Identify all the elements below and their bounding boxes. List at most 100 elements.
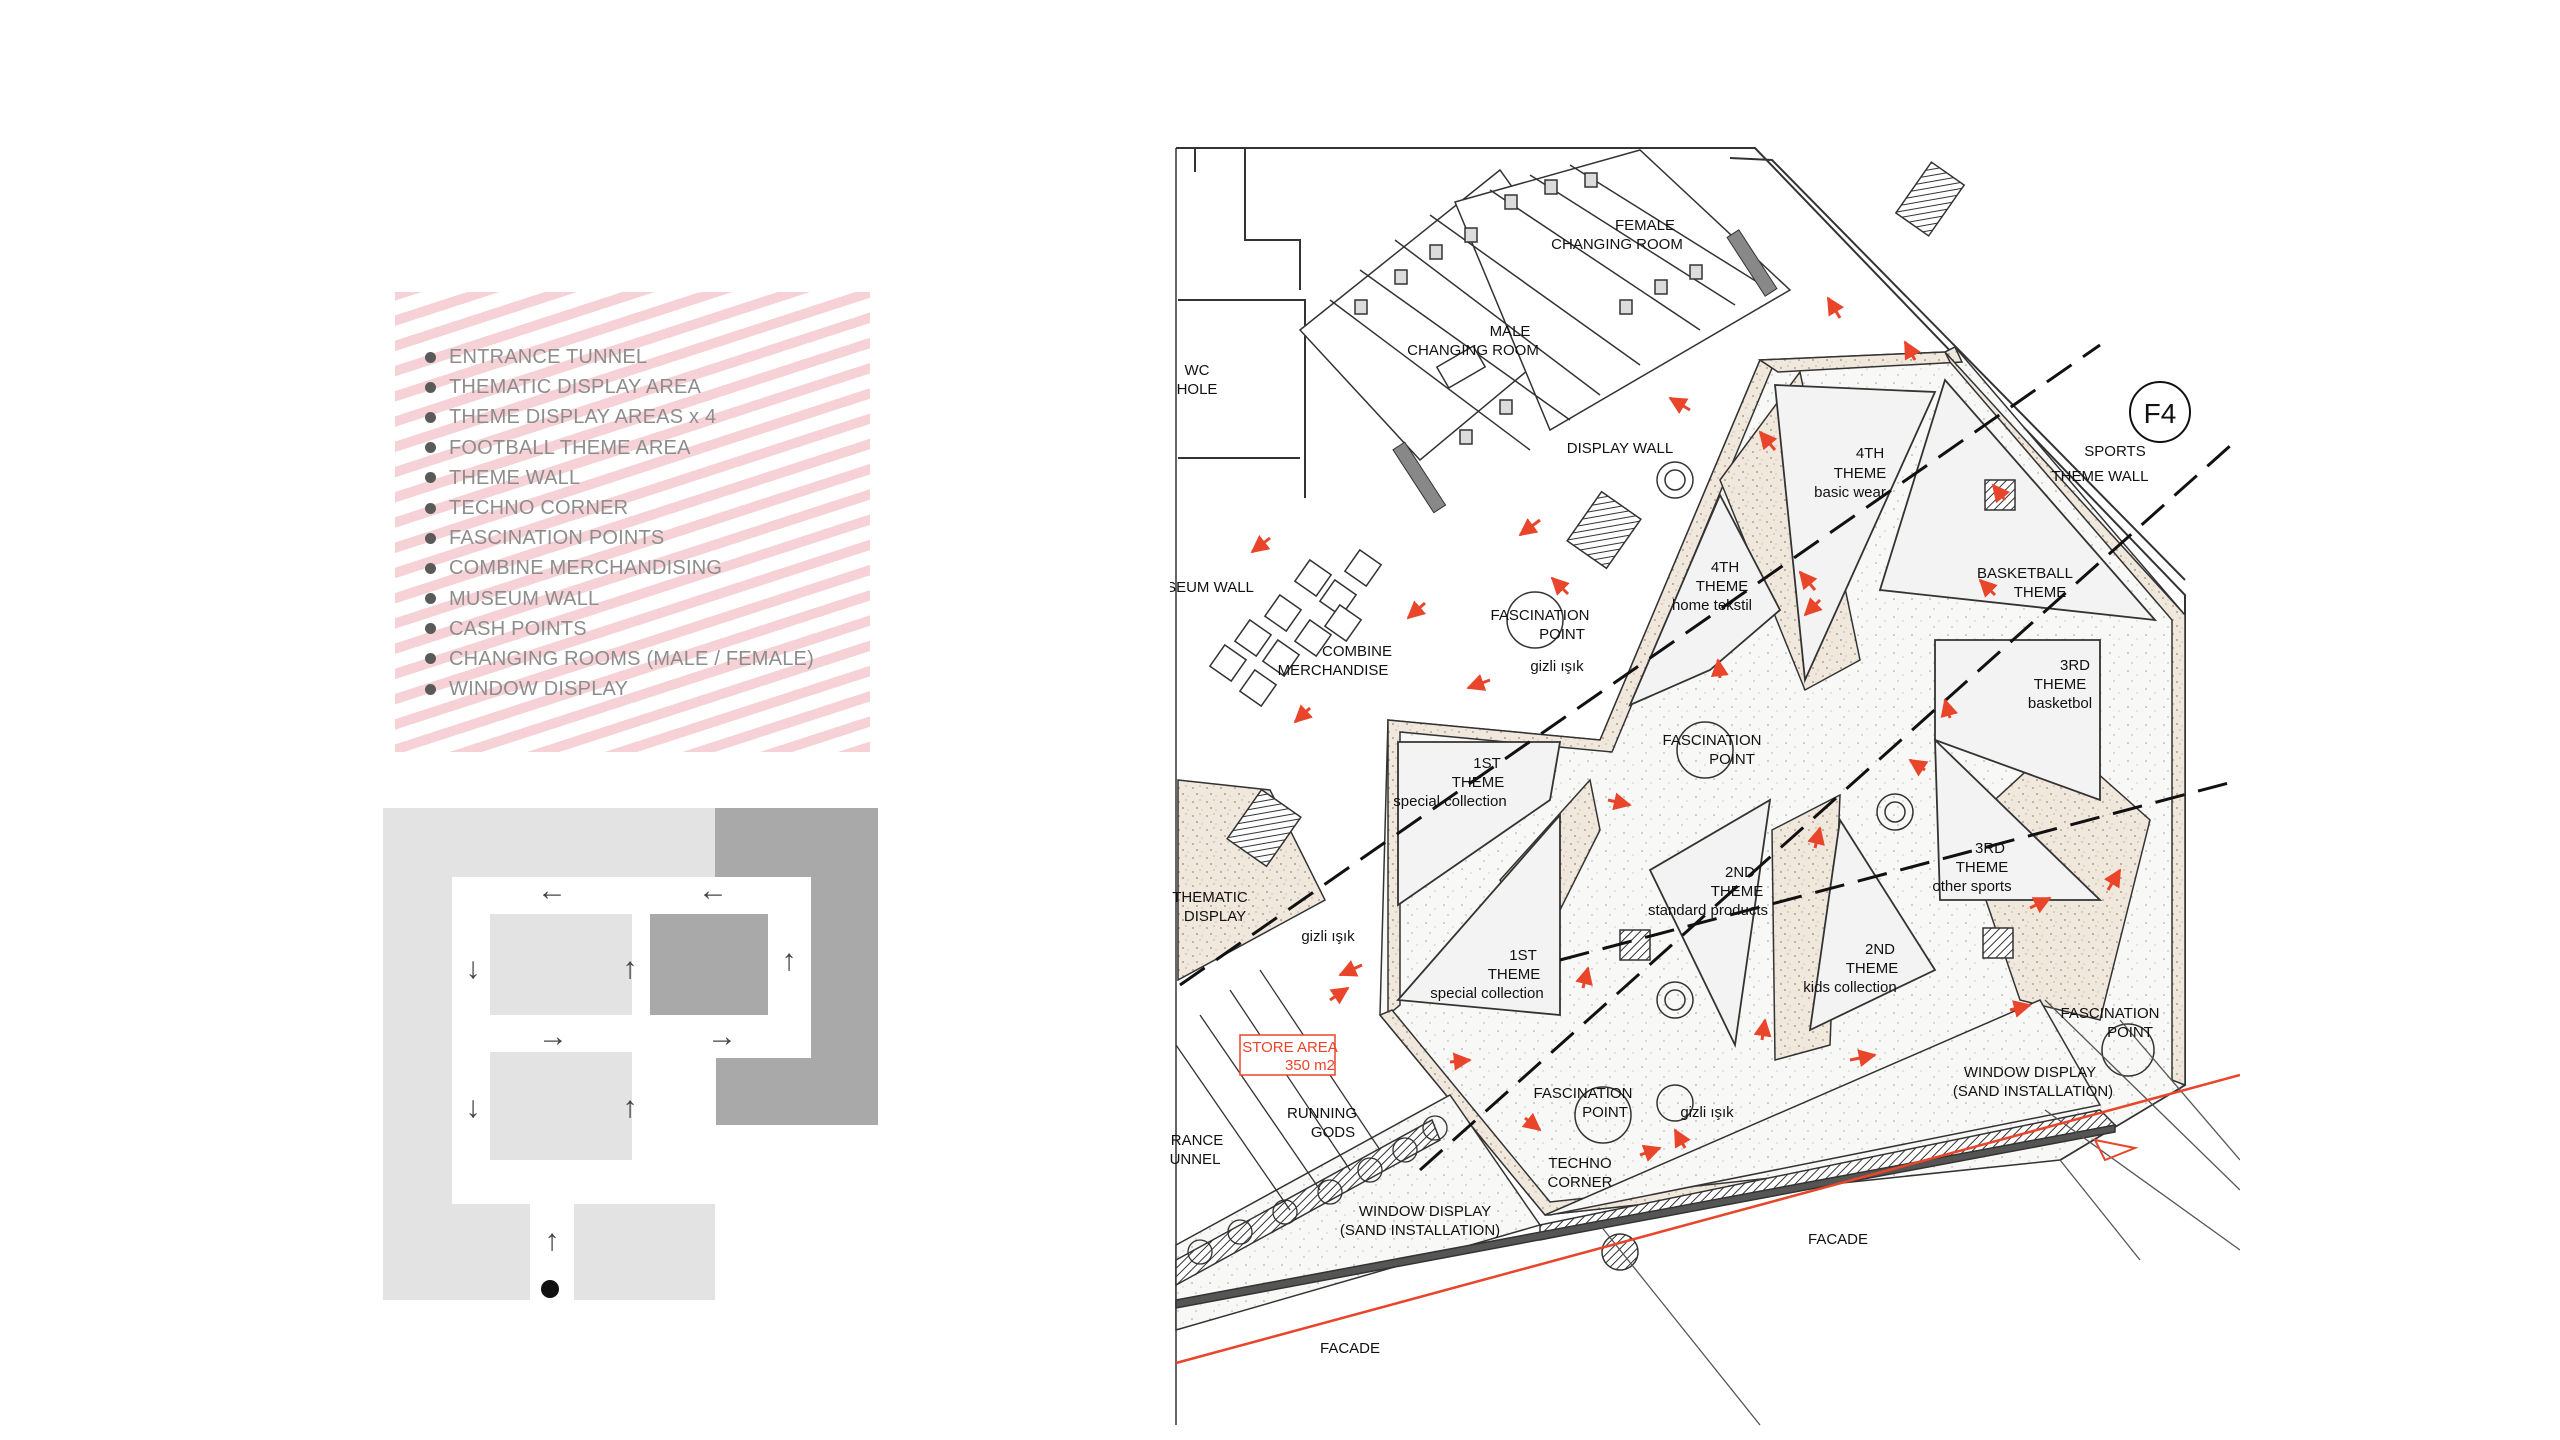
changing-rooms [1298,149,1792,462]
bullet-icon [425,683,436,695]
window-display-medallions [1187,1115,1448,1265]
theme2-kids-display [1808,817,1937,1032]
section-tag: F4 [2129,381,2191,443]
bullet-icon [425,653,436,665]
label-facade-1: FACADE [1808,1231,1868,1248]
theme3-other-display [1934,737,2103,901]
legend-item: WINDOW DISPLAY [425,674,814,704]
label-gizli-1: gizli ışık [1530,658,1584,675]
flow-arrow: ↓ [466,1091,481,1124]
theme3-basketbol-display [1934,639,2101,802]
flow-arrow: → [538,1020,568,1053]
legend-item: THEME DISPLAY AREAS x 4 [425,402,814,432]
bullet-icon [425,562,436,574]
store-area-box [1239,1034,1336,1076]
legend-item: COMBINE MERCHANDISING [425,553,814,583]
bullet-icon [425,623,436,635]
legend-item: THEME WALL [425,463,814,493]
legend-item-label: WINDOW DISPLAY [449,678,629,701]
legend-panel: ENTRANCE TUNNEL THEMATIC DISPLAY AREA TH… [395,292,870,752]
flow-arrow: ↑ [782,944,797,977]
wall-segment [1392,441,1447,514]
flow-path-bottom [452,1160,716,1204]
label-window-display-2: WINDOW DISPLAY(SAND INSTALLATION) [1340,1203,1500,1239]
legend-item-label: ENTRANCE TUNNEL [449,346,648,368]
legend-item-label: MUSEUM WALL [449,587,600,610]
flow-entrance-dot [541,1280,559,1298]
flow-arrow: ← [537,874,567,907]
bullet-icon [425,502,436,514]
theme1-bottom-display [1396,812,1561,1016]
legend-item: TECHNO CORNER [425,493,814,523]
bench [1435,345,1487,389]
flow-arrows-red [1250,296,2122,1162]
bullet-icon [425,472,436,484]
flow-island-dark [650,914,768,1015]
axis-lines [1179,343,2240,1172]
theme2-standard-display [1648,798,1772,1049]
legend-item: ENTRANCE TUNNEL [425,342,814,372]
combine-merch-tiles [1208,548,1383,708]
legend-item-label: FASCINATION POINTS [449,527,665,550]
bullet-icon [425,351,436,363]
flow-arrow: ↑ [545,1224,560,1257]
theme-displays [1396,378,2158,1049]
label-gizli-2: gizli ışık [1301,928,1355,945]
legend-item-label: THEME WALL [449,466,581,489]
basketball-display [1878,378,2158,622]
bullet-icon [425,593,436,605]
legend-item: CHANGING ROOMS (MALE / FEMALE) [425,644,814,674]
window-displays [1175,999,2117,1331]
legend-item: FOOTBALL THEME AREA [425,433,814,463]
theme4-home-display [1628,492,1782,707]
flow-diagram: ← ← ↓ ↑ ↑ → → ↓ ↑ ↑ [383,808,878,1300]
flow-island-bottom [490,1052,611,1160]
bullet-icon [425,411,436,423]
legend-item-label: THEMATIC DISPLAY AREA [449,376,702,399]
legend-list: ENTRANCE TUNNEL THEMATIC DISPLAY AREA TH… [425,342,814,704]
label-window-display-1: WINDOW DISPLAY(SAND INSTALLATION) [1953,1064,2113,1100]
legend-item-label: THEME DISPLAY AREAS x 4 [449,406,717,429]
flow-arrow: ↑ [623,1091,638,1124]
legend-item: THEMATIC DISPLAY AREA [425,372,814,402]
bullet-icon [425,532,436,544]
facade-red-line [1175,1073,2240,1365]
flow-path-top [452,877,716,914]
theme1-top-display [1397,741,1562,907]
label-museum-wall: SEUM WALL [1170,579,1254,596]
legend-item: FASCINATION POINTS [425,523,814,553]
legend-item: MUSEUM WALL [425,584,814,614]
legend-item-label: COMBINE MERCHANDISING [449,557,723,580]
entrance-lanes [1175,969,1381,1211]
bullet-icon [425,442,436,454]
flow-arrow: ↓ [466,952,481,985]
wall-segment [1726,229,1778,297]
flow-path-middle [452,1015,716,1052]
flow-island-top [490,914,611,1015]
flow-arrow: → [707,1020,737,1053]
legend-item-label: CHANGING ROOMS (MALE / FEMALE) [449,647,814,670]
bullet-icon [425,381,436,393]
